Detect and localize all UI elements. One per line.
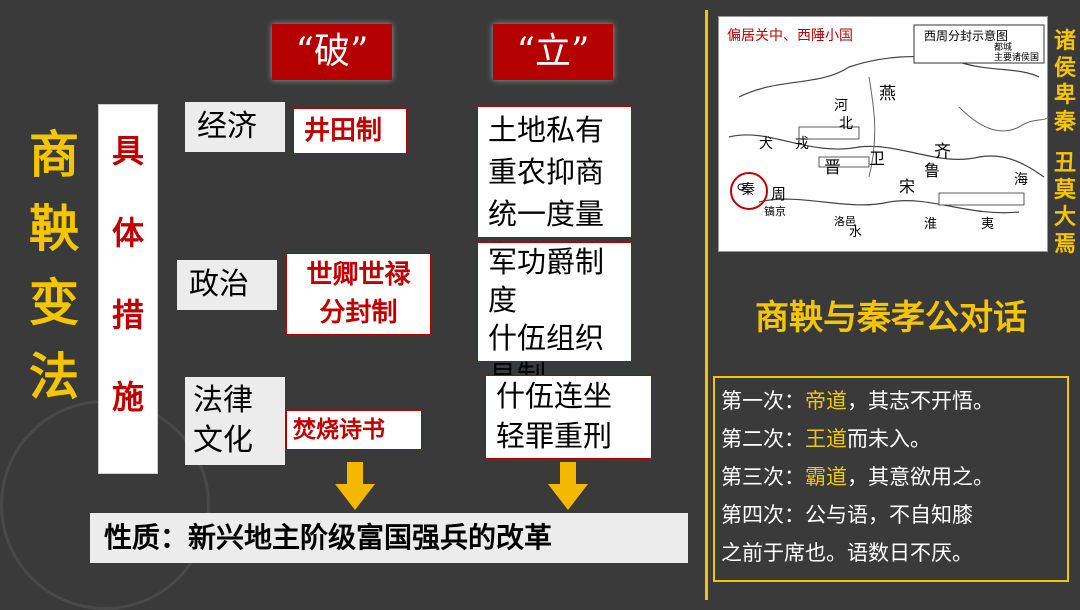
down-arrow-icon (548, 462, 588, 510)
law-label: 法律 文化 (185, 377, 285, 465)
measures-char: 措 (111, 296, 144, 334)
down-arrow-icon (335, 462, 375, 510)
broken-item: 世卿世禄 (306, 260, 411, 290)
map-place: 淮 (924, 217, 938, 232)
map-place: 河 (834, 98, 848, 114)
map-place: 夷 (981, 217, 995, 232)
side-char: 侯 (1053, 56, 1076, 81)
side-char: 莫 (1053, 178, 1076, 203)
dialog-line: 第四次：公与语，不自知膝 (721, 503, 973, 527)
legend-item: 都城 (994, 43, 1013, 53)
measures-char: 施 (111, 378, 144, 416)
law-broken: 焚烧诗书 (286, 410, 422, 450)
break-header: “破” (272, 24, 392, 80)
map-place: 鲁 (924, 161, 941, 180)
side-char: 大 (1053, 205, 1076, 230)
economy-broken: 井田制 (293, 108, 407, 154)
politics-broken: 世卿世禄 分封制 (286, 253, 431, 335)
map-place: 周 (771, 185, 787, 203)
established-item: 轻罪重刑 (496, 419, 613, 453)
established-item: 什伍组织 (488, 321, 605, 355)
western-zhou-map: 偏居关中、西陲小国 西周分封示意图 都城 主要诸侯国 秦 周 镐京 洛邑 晋 燕… (718, 16, 1049, 252)
side-column-1: 诸 侯 卑 秦 (1052, 28, 1078, 136)
dialog-line: 第三次：霸道，其意欲用之。 (721, 465, 994, 489)
side-char: 焉 (1053, 232, 1076, 257)
map-place: 戎 (795, 136, 809, 152)
map-title: 西周分封示意图 (924, 29, 1009, 43)
map-place: 齐 (934, 142, 951, 162)
map-place: 犬 (759, 136, 773, 152)
title-char: 变 (29, 274, 79, 332)
measures-char: 具 (111, 132, 144, 170)
dialog-line: 第一次：帝道，其志不开悟。 (721, 389, 994, 413)
economy-established: 土地私有 重农抑商 统一度量衡 (477, 106, 632, 273)
measures-box: 具 体 措 施 (98, 104, 158, 474)
law-label-line: 文化 (193, 423, 253, 458)
side-char: 诸 (1053, 29, 1076, 54)
map-drawing (728, 24, 1049, 214)
established-item: 什伍连坐 (496, 379, 613, 413)
map-legend: 都城 主要诸侯国 (994, 43, 1039, 63)
politics-established: 军功爵制度 什伍组织 县制 (477, 242, 632, 393)
dialog-line: 第二次：王道而未入。 (721, 427, 931, 451)
established-item: 土地私有 (488, 113, 605, 147)
measures-char: 体 (111, 214, 144, 252)
map-place: 洛邑 (834, 215, 856, 228)
main-title: 商 鞅 变 法 (22, 118, 86, 414)
nature-statement: 性质：新兴地主阶级富国强兵的改革 (90, 513, 688, 563)
established-item: 重农抑商 (488, 155, 605, 189)
politics-label: 政治 (177, 260, 277, 310)
side-char: 秦 (1053, 110, 1076, 135)
establish-header: “立” (493, 24, 613, 80)
dialog-box: 第一次：帝道，其志不开悟。 第二次：王道而未入。 第三次：霸道，其意欲用之。 第… (713, 376, 1069, 582)
map-place: 宋 (899, 177, 916, 196)
map-place: 卫 (869, 149, 886, 168)
economy-label: 经济 (185, 102, 285, 152)
vertical-divider (705, 10, 708, 600)
map-place: 镐京 (764, 205, 786, 218)
map-place: 北 (839, 116, 853, 132)
map-caption: 偏居关中、西陲小国 (727, 28, 853, 44)
map-place: 秦 (741, 182, 755, 198)
map-place: 水 (849, 225, 863, 240)
title-char: 鞅 (29, 200, 79, 258)
dialog-line: 之前于席也。语数日不厌。 (721, 541, 973, 565)
map-place: 海 (1014, 172, 1028, 188)
established-item: 军功爵制度 (488, 245, 605, 317)
map-place: 燕 (879, 84, 896, 104)
side-char: 丑 (1053, 151, 1076, 176)
title-char: 商 (29, 126, 79, 184)
dialog-title: 商鞅与秦孝公对话 (755, 298, 1027, 338)
side-char: 卑 (1053, 83, 1076, 108)
law-established: 什伍连坐 轻罪重刑 (485, 375, 652, 459)
broken-item: 分封制 (319, 298, 398, 328)
legend-item: 主要诸侯国 (994, 53, 1040, 63)
map-place: 晋 (824, 158, 841, 178)
side-column-2: 丑 莫 大 焉 (1052, 150, 1078, 258)
title-char: 法 (29, 348, 79, 406)
law-label-line: 法律 (193, 383, 253, 418)
